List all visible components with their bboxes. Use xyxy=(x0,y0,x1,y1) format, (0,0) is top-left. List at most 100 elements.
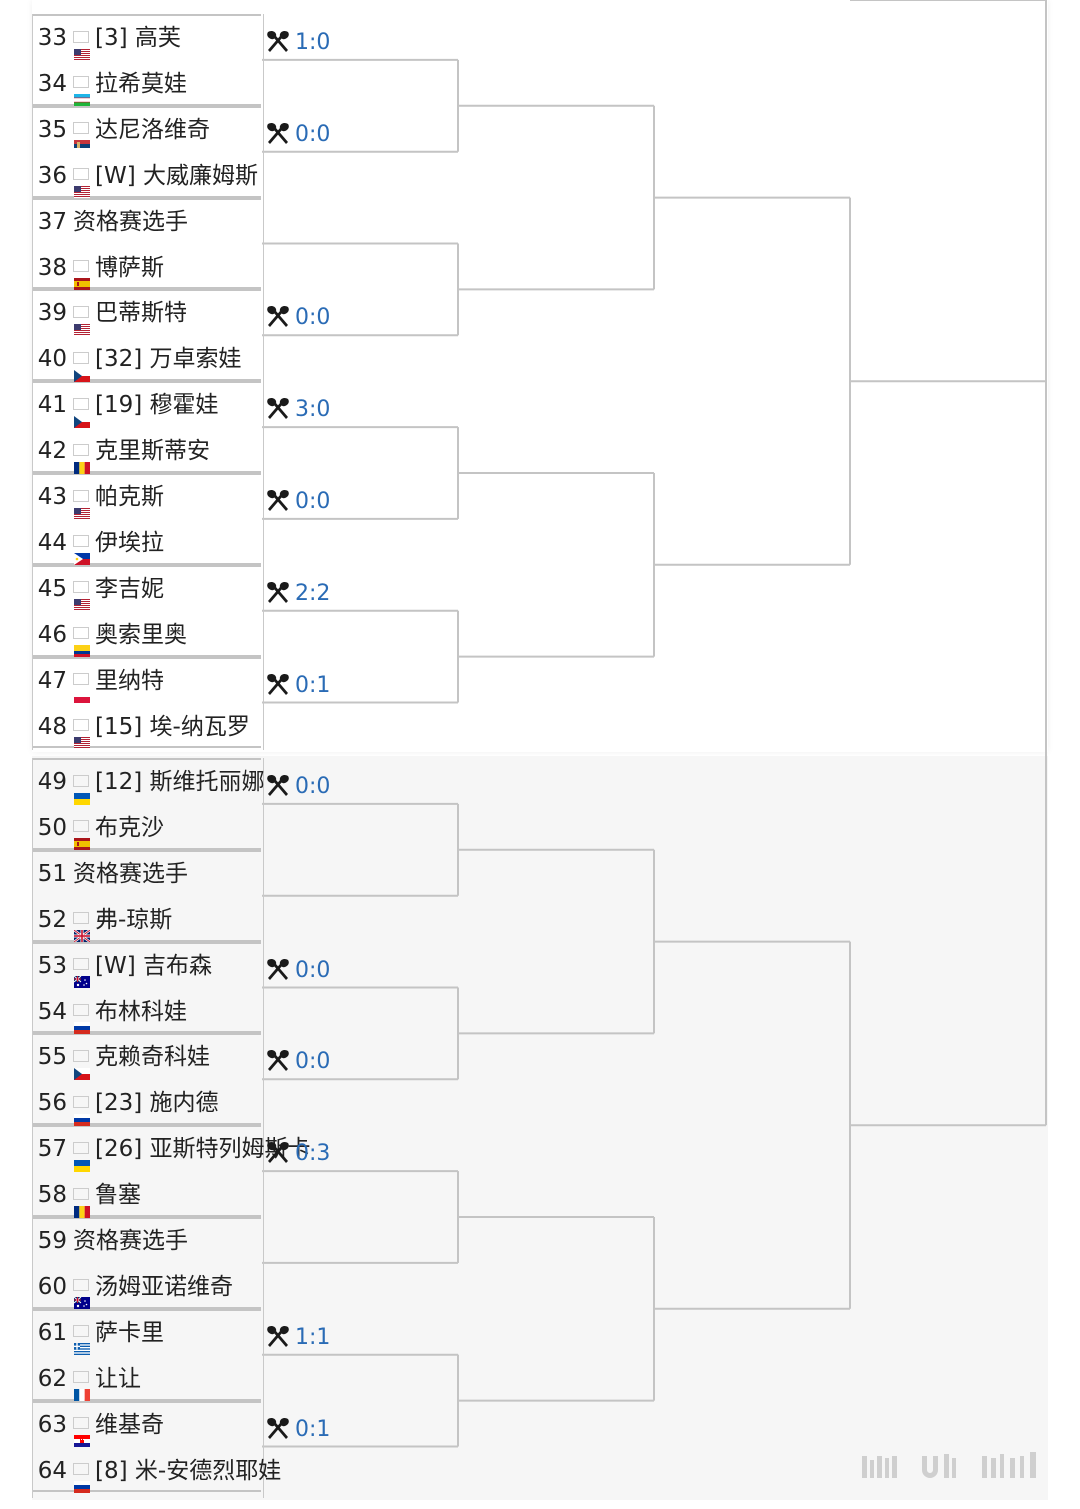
player-name[interactable]: 里纳特 xyxy=(95,667,164,694)
match-score[interactable]: 1:0 xyxy=(265,28,330,58)
draw-position-number: 52 xyxy=(37,906,67,933)
player-name[interactable]: 让让 xyxy=(95,1365,141,1392)
match-score[interactable]: 0:3 xyxy=(265,1139,330,1169)
player-name[interactable]: 维基奇 xyxy=(95,1411,164,1438)
draw-position-number: 55 xyxy=(37,1044,67,1071)
player-name[interactable]: 鲁塞 xyxy=(95,1182,141,1209)
upper-half-panel xyxy=(32,0,1048,752)
draw-position-number: 59 xyxy=(37,1228,67,1254)
player-name[interactable]: 奥索里奥 xyxy=(95,621,187,648)
country-flag-icon xyxy=(73,122,90,153)
player-row[interactable]: 52 弗-琼斯 xyxy=(33,898,273,944)
player-name[interactable]: 拉希莫娃 xyxy=(95,70,187,97)
country-flag-icon xyxy=(73,1371,90,1402)
draw-position-number: 46 xyxy=(37,621,67,648)
player-name[interactable]: [23] 施内德 xyxy=(95,1090,219,1117)
country-flag-icon xyxy=(73,168,90,199)
player-row[interactable]: 46 奥索里奥 xyxy=(33,613,273,658)
player-row[interactable]: 33[3] 高芙 xyxy=(33,16,273,61)
match-score[interactable]: 0:1 xyxy=(265,1415,330,1445)
player-name[interactable]: [8] 米-安德烈耶娃 xyxy=(95,1457,282,1484)
draw-position-number: 58 xyxy=(37,1182,67,1209)
country-flag-icon xyxy=(73,1417,90,1448)
match-score[interactable]: 3:0 xyxy=(265,395,330,425)
match-pair-box xyxy=(33,941,261,1034)
player-name[interactable]: 萨卡里 xyxy=(95,1319,164,1346)
player-row[interactable]: 57[26] 亚斯特列姆斯卡 xyxy=(33,1127,311,1172)
player-name[interactable]: [W] 吉布森 xyxy=(95,952,212,979)
player-row[interactable]: 36[W] 大威廉姆斯 xyxy=(33,154,273,199)
match-score[interactable]: 0:0 xyxy=(265,772,330,802)
player-name[interactable]: 布林科娃 xyxy=(95,998,187,1025)
player-name[interactable]: 克里斯蒂安 xyxy=(95,438,210,465)
player-name[interactable]: 汤姆亚诺维奇 xyxy=(95,1273,233,1300)
player-name[interactable]: [32] 万卓索娃 xyxy=(95,346,242,373)
match-score[interactable]: 2:2 xyxy=(265,579,330,609)
country-flag-icon xyxy=(73,1049,90,1080)
score-text: 2:2 xyxy=(295,580,331,606)
match-score[interactable]: 0:0 xyxy=(265,303,330,333)
match-score[interactable]: 0:1 xyxy=(265,671,330,701)
player-row[interactable]: 55 克赖奇科娃 xyxy=(33,1035,273,1080)
player-row[interactable]: 40[32] 万卓索娃 xyxy=(33,337,273,382)
player-name[interactable]: [W] 大威廉姆斯 xyxy=(95,162,258,189)
player-name[interactable]: 克赖奇科娃 xyxy=(95,1044,210,1071)
draw-position-number: 56 xyxy=(37,1090,67,1117)
match-pair-box xyxy=(33,473,261,565)
player-row[interactable]: 53[W] 吉布森 xyxy=(33,944,273,989)
crossed-rackets-icon xyxy=(267,306,289,328)
player-row[interactable]: 56 [23] 施内德 xyxy=(33,1081,273,1126)
country-flag-icon xyxy=(73,489,90,520)
player-row[interactable]: 58 鲁塞 xyxy=(33,1173,273,1218)
match-pair-box xyxy=(33,1308,261,1401)
draw-position-number: 49 xyxy=(37,769,67,795)
crossed-rackets-icon xyxy=(267,489,289,511)
match-score[interactable]: 1:1 xyxy=(265,1323,330,1353)
player-name[interactable]: 资格赛选手 xyxy=(73,860,188,887)
match-score[interactable]: 0:0 xyxy=(265,120,330,150)
player-name[interactable]: 巴蒂斯特 xyxy=(95,300,187,327)
player-name[interactable]: [19] 穆霍娃 xyxy=(95,392,219,419)
match-score[interactable]: 0:0 xyxy=(265,487,330,517)
country-flag-icon xyxy=(73,1187,90,1218)
player-name[interactable]: 博萨斯 xyxy=(95,254,164,281)
match-score[interactable]: 0:0 xyxy=(265,956,330,986)
player-row[interactable]: 64 [8] 米-安德烈耶娃 xyxy=(33,1449,281,1494)
player-name[interactable]: 弗-琼斯 xyxy=(95,906,173,933)
player-name[interactable]: [12] 斯维托丽娜 xyxy=(95,769,265,795)
score-text: 3:0 xyxy=(295,397,331,423)
match-pair-box xyxy=(33,849,261,942)
player-name[interactable]: [15] 埃-纳瓦罗 xyxy=(95,713,250,740)
player-row[interactable]: 49 [12] 斯维托丽娜 xyxy=(33,760,273,805)
player-name[interactable]: 伊埃拉 xyxy=(95,529,164,556)
player-name[interactable]: 资格赛选手 xyxy=(73,208,188,235)
player-name[interactable]: 李吉妮 xyxy=(95,575,164,602)
player-name[interactable]: [3] 高芙 xyxy=(95,25,181,51)
match-score[interactable]: 0:0 xyxy=(265,1047,330,1077)
draw-position-number: 64 xyxy=(37,1457,67,1484)
player-name[interactable]: 布克沙 xyxy=(95,814,164,841)
player-name[interactable]: 资格赛选手 xyxy=(73,1228,188,1254)
player-name[interactable]: 帕克斯 xyxy=(95,484,164,510)
player-row[interactable]: 41[19] 穆霍娃 xyxy=(33,383,273,428)
player-row[interactable]: 48[15] 埃-纳瓦罗 xyxy=(33,705,273,750)
player-name[interactable]: 达尼洛维奇 xyxy=(95,116,210,143)
